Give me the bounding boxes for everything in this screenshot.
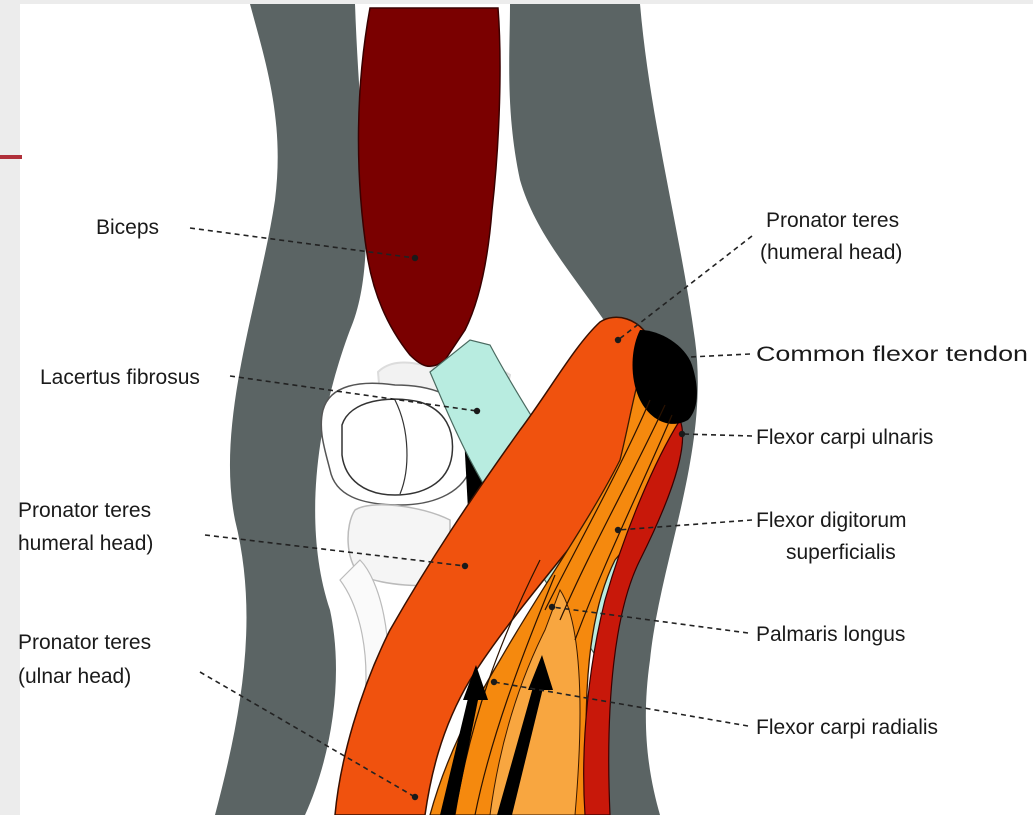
label-flexor-carpi-radialis: Flexor carpi radialis [756,716,938,739]
label-flexor-digitorum-line2: superficialis [786,541,896,564]
label-pronator-humeral-left-line2: humeral head) [18,532,153,555]
label-pronator-humeral-right-line1: Pronator teres [766,209,899,232]
label-flexor-carpi-ulnaris: Flexor carpi ulnaris [756,426,933,449]
label-common-flexor-tendon: Common flexor tendon [756,343,1028,366]
label-pronator-humeral-left-line1: Pronator teres [18,499,151,522]
label-flexor-digitorum-line1: Flexor digitorum [756,509,907,532]
label-pronator-ulnar-line1: Pronator teres [18,631,151,654]
label-palmaris-longus: Palmaris longus [756,623,905,646]
label-pronator-humeral-right-line2: (humeral head) [760,241,902,264]
label-lacertus-fibrosus: Lacertus fibrosus [40,366,200,389]
accent-rule [0,155,22,159]
label-biceps: Biceps [96,216,159,239]
label-pronator-ulnar-line2: (ulnar head) [18,665,131,688]
